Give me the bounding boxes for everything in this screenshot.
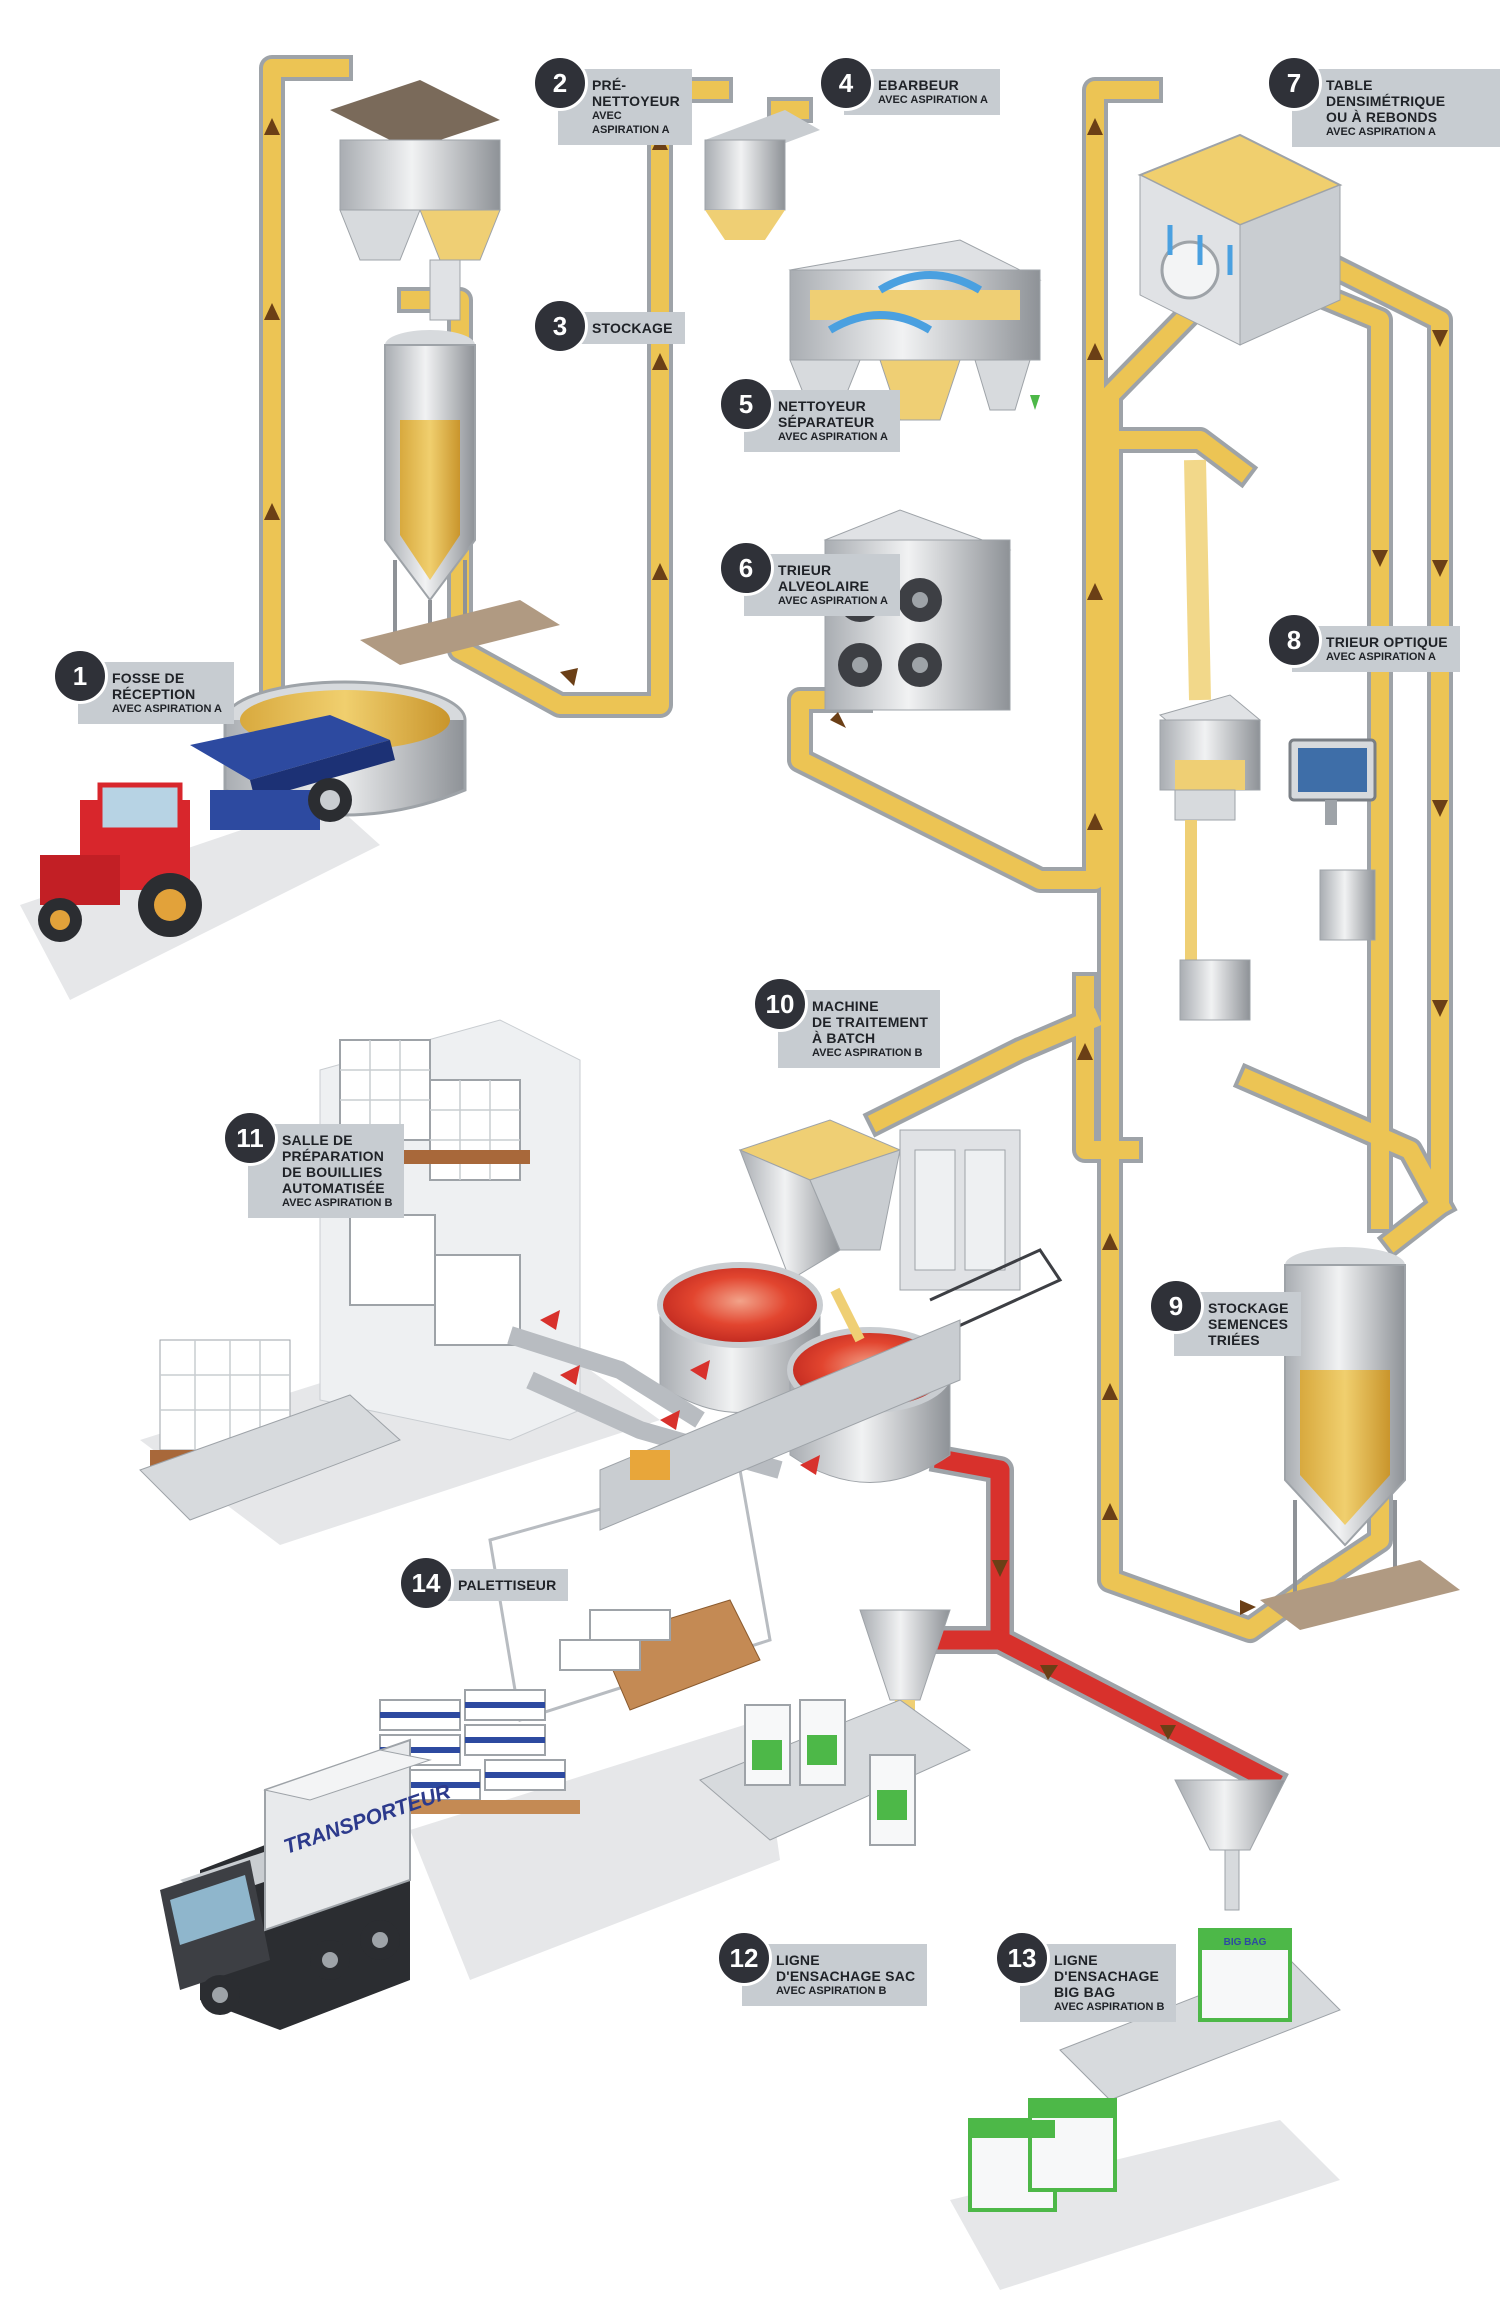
big-bag-label: BIG BAG xyxy=(1224,1937,1267,1948)
step-subtitle: AVEC ASPIRATION B xyxy=(1054,2001,1165,2013)
step-label-plate: LIGNE D'ENSACHAGE SAC AVEC ASPIRATION B xyxy=(742,1944,928,2006)
big-bag-line: BIG BAG xyxy=(968,1779,1341,2212)
step-9-sorted-seed-storage: 9 STOCKAGE SEMENCES TRIÉES xyxy=(1148,1278,1301,1356)
step-title: TABLE DENSIMÉTRIQUE OU À REBONDS xyxy=(1326,77,1446,125)
step-number-badge: 7 xyxy=(1266,55,1322,111)
step-title: LIGNE D'ENSACHAGE BIG BAG xyxy=(1054,1952,1160,2000)
step-subtitle: AVEC ASPIRATION B xyxy=(776,1985,887,1997)
step-label-plate: PALETTISEUR xyxy=(424,1569,569,1601)
step-title: STOCKAGE SEMENCES TRIÉES xyxy=(1208,1300,1289,1348)
step-title: SALLE DE PRÉPARATION DE BOUILLIES AUTOMA… xyxy=(282,1132,385,1196)
step-4-debearder: 4 EBARBEUR AVEC ASPIRATION A xyxy=(818,55,1001,115)
step-subtitle: AVEC ASPIRATION A xyxy=(878,94,989,106)
step-8-optical-sorter: 8 TRIEUR OPTIQUE AVEC ASPIRATION A xyxy=(1266,612,1460,672)
step-title: LIGNE D'ENSACHAGE SAC xyxy=(776,1952,916,1984)
step-1-reception-pit: 1 FOSSE DE RÉCEPTION AVEC ASPIRATION A xyxy=(52,648,235,724)
step-number-badge: 12 xyxy=(716,1930,772,1986)
step-14-palletizer: 14 PALETTISEUR xyxy=(398,1555,569,1611)
bagging-line xyxy=(488,1468,971,1846)
optical-sorter-machine xyxy=(1158,459,1377,1021)
palletizer xyxy=(370,1319,961,1814)
step-number-badge: 9 xyxy=(1148,1278,1204,1334)
step-title: STOCKAGE xyxy=(592,320,673,336)
step-number-badge: 13 xyxy=(994,1930,1050,1986)
step-number-badge: 4 xyxy=(818,55,874,111)
gravity-table-machine xyxy=(1137,133,1343,346)
treated-seed-ducts xyxy=(926,1443,1289,1799)
slurry-arrows xyxy=(540,1310,820,1475)
cleaner-separator-machine xyxy=(788,239,1042,421)
step-number-badge: 1 xyxy=(52,648,108,704)
step-number-badge: 14 xyxy=(398,1555,454,1611)
step-10-batch-treater: 10 MACHINE DE TRAITEMENT À BATCH AVEC AS… xyxy=(752,976,941,1068)
sorted-seed-silo xyxy=(1260,1247,1460,1630)
pre-cleaner-machine xyxy=(330,80,501,321)
step-13-big-bag-line: 13 LIGNE D'ENSACHAGE BIG BAG AVEC ASPIRA… xyxy=(994,1930,1177,2022)
step-subtitle: AVEC ASPIRATION A xyxy=(112,703,223,715)
grain-flow-arrows xyxy=(264,118,1448,1615)
step-number-badge: 5 xyxy=(718,376,774,432)
step-number-badge: 6 xyxy=(718,540,774,596)
step-11-slurry-room: 11 SALLE DE PRÉPARATION DE BOUILLIES AUT… xyxy=(222,1110,405,1218)
step-5-cleaner-separator: 5 NETTOYEUR SÉPARATEUR AVEC ASPIRATION A xyxy=(718,376,901,452)
step-3-storage: 3 STOCKAGE xyxy=(532,298,685,354)
debearder-machine xyxy=(704,110,820,240)
step-label-plate: TABLE DENSIMÉTRIQUE OU À REBONDS AVEC AS… xyxy=(1292,69,1500,147)
step-number-badge: 10 xyxy=(752,976,808,1032)
step-title: PRÉ- NETTOYEUR xyxy=(592,77,680,109)
step-6-indented-cylinder: 6 TRIEUR ALVEOLAIRE AVEC ASPIRATION A xyxy=(718,540,901,616)
tractor xyxy=(38,778,352,942)
step-title: MACHINE DE TRAITEMENT À BATCH xyxy=(812,998,929,1046)
step-number-badge: 3 xyxy=(532,298,588,354)
step-subtitle: AVEC ASPIRATION A xyxy=(1326,126,1437,138)
step-number-badge: 11 xyxy=(222,1110,278,1166)
step-subtitle: AVEC ASPIRATION B xyxy=(282,1197,393,1209)
step-12-bagging-line: 12 LIGNE D'ENSACHAGE SAC AVEC ASPIRATION… xyxy=(716,1930,928,2006)
step-subtitle: AVEC ASPIRATION A xyxy=(778,595,889,607)
storage-silo xyxy=(360,330,560,665)
step-title: FOSSE DE RÉCEPTION xyxy=(112,670,196,702)
step-title: TRIEUR ALVEOLAIRE xyxy=(778,562,870,594)
step-subtitle: AVEC ASPIRATION A xyxy=(1326,651,1437,663)
step-number-badge: 8 xyxy=(1266,612,1322,668)
step-subtitle: AVEC ASPIRATION B xyxy=(812,1047,923,1059)
step-subtitle: AVEC ASPIRATION A xyxy=(778,431,889,443)
step-title: EBARBEUR xyxy=(878,77,959,93)
transport-truck xyxy=(160,1738,432,2030)
step-title: PALETTISEUR xyxy=(458,1577,557,1593)
reception-pit xyxy=(190,680,467,817)
step-title: TRIEUR OPTIQUE xyxy=(1326,634,1448,650)
treated-flow-arrows xyxy=(992,1560,1176,1740)
slurry-preparation-room xyxy=(139,1019,783,1521)
step-title: NETTOYEUR SÉPARATEUR xyxy=(778,398,875,430)
step-2-pre-cleaner: 2 PRÉ- NETTOYEUR AVEC ASPIRATION A xyxy=(532,55,692,145)
step-number-badge: 2 xyxy=(532,55,588,111)
step-subtitle: AVEC ASPIRATION A xyxy=(592,110,670,136)
step-7-gravity-table: 7 TABLE DENSIMÉTRIQUE OU À REBONDS AVEC … xyxy=(1266,55,1500,147)
batch-treater-machine xyxy=(738,1119,1063,1332)
